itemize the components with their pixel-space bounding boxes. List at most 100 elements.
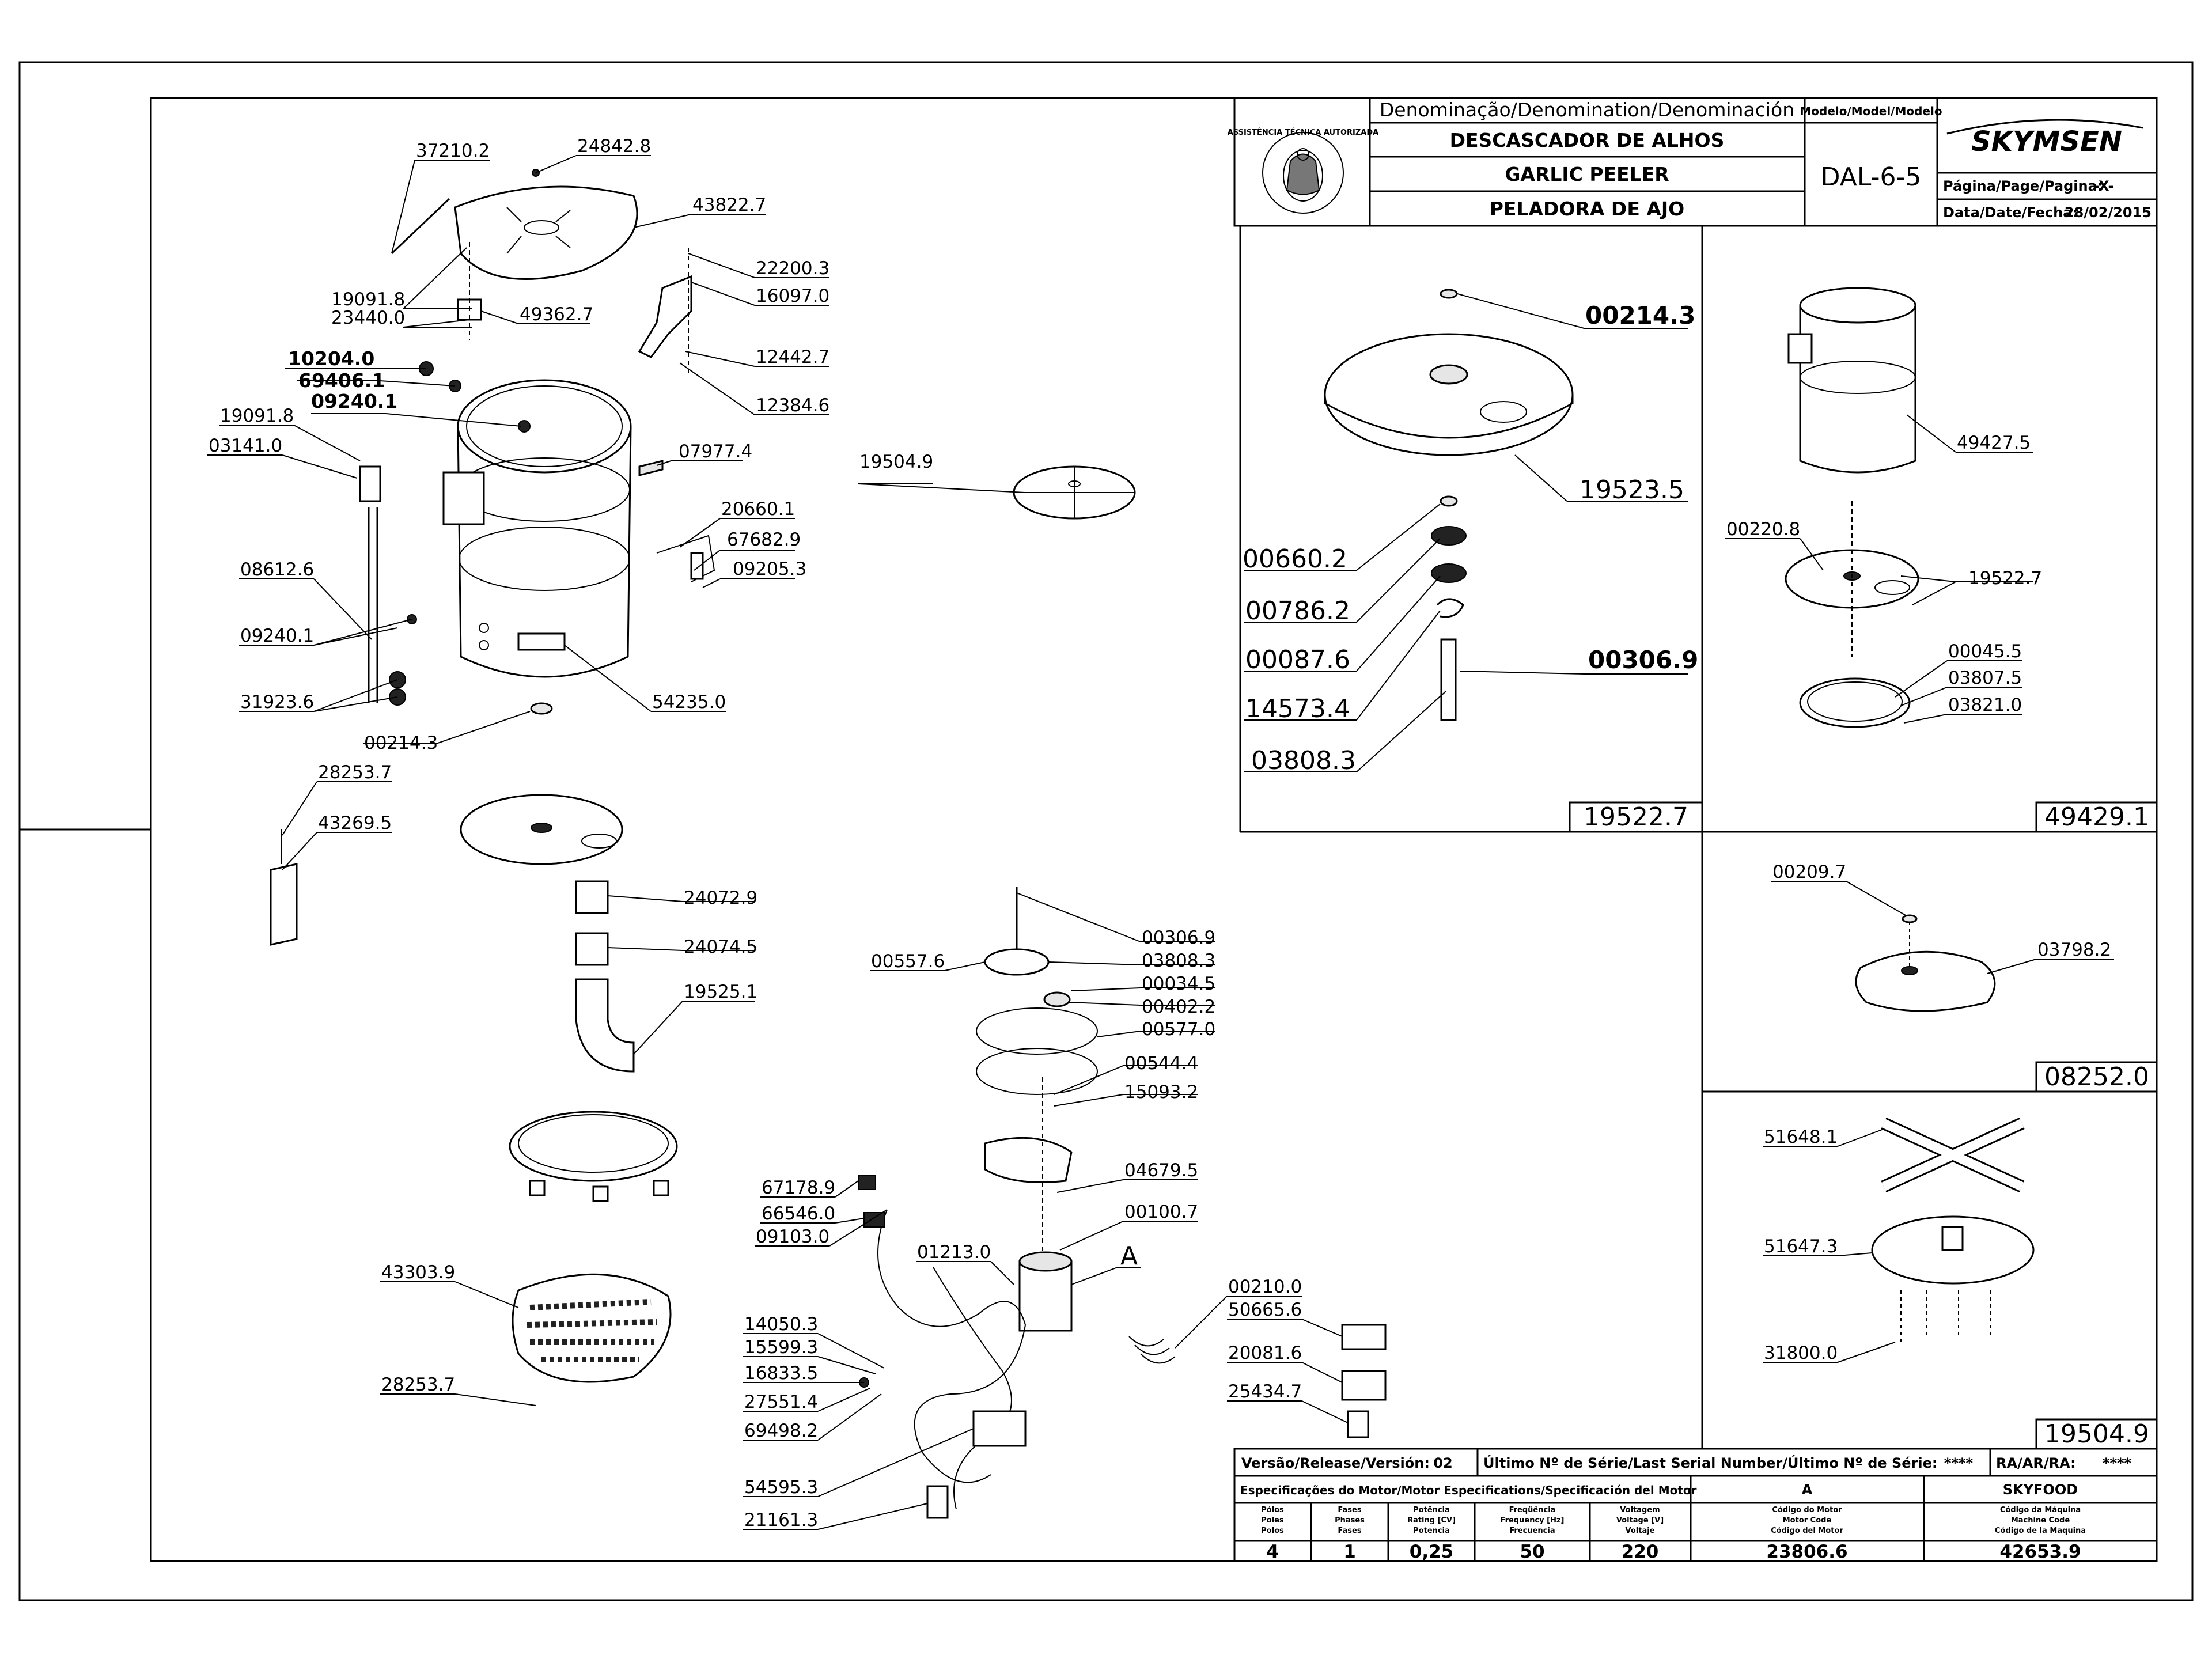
spec-cell: 0,25	[1410, 1541, 1454, 1562]
spec-col-voltage: Voltagem Voltage [V] Voltaje 220	[1616, 1506, 1664, 1562]
motor	[1018, 1251, 1073, 1332]
brand-logo: SKYMSEN	[1946, 119, 2143, 158]
sieve-plate	[512, 1273, 672, 1383]
page-label: Página/Page/Pagina:	[1943, 178, 2103, 194]
spec-cell: Código de la Maquina	[1995, 1527, 2086, 1535]
spec-cell: Motor Code	[1783, 1516, 1832, 1525]
motor-code-letter: A	[1802, 1482, 1813, 1498]
callout-20660-1: 20660.1	[721, 499, 795, 520]
spec-col-poles: Pólos Poles Polos 4	[1261, 1506, 1284, 1562]
callout-49362-7: 49362.7	[520, 304, 593, 325]
callout-43269-5: 43269.5	[318, 813, 392, 834]
serial-label: Último Nº de Série/Last Serial Number/Úl…	[1483, 1454, 1938, 1471]
callout-09240-1-a: 09240.1	[311, 390, 397, 412]
spec-cell: 50	[1520, 1541, 1544, 1562]
callout-00660-2: 00660.2	[1243, 544, 1347, 574]
date-value: 28/02/2015	[2065, 204, 2152, 221]
callout-16833-5: 16833.5	[744, 1363, 818, 1384]
spec-cell: Freqüência	[1509, 1506, 1556, 1514]
callout-00045-5: 00045.5	[1948, 641, 2022, 662]
callout-19091-8-a: 19091.8	[331, 289, 405, 310]
box-08252-0: 08252.0	[2044, 1062, 2149, 1092]
callout-00210-0: 00210.0	[1228, 1277, 1302, 1297]
title-block: ASSISTÊNCIA TÉCNICA AUTORIZADA Denominaç…	[1228, 97, 2158, 227]
callout-07977-4: 07977.4	[679, 441, 752, 462]
lid-disc	[391, 169, 638, 281]
callout-12384-6: 12384.6	[756, 395, 830, 416]
callout-37210-2: 37210.2	[416, 141, 490, 161]
spec-cell: Poles	[1261, 1516, 1284, 1525]
callout-51648-1: 51648.1	[1764, 1127, 1838, 1147]
base-ring	[509, 1111, 678, 1202]
drum-body	[442, 379, 632, 678]
callout-27551-4: 27551.4	[744, 1392, 818, 1412]
callouts-details: 00214.3 19523.5 00660.2 00786.2 00087.6 …	[1243, 301, 2111, 1363]
spec-cell: Código del Motor	[1771, 1527, 1843, 1535]
callout-00402-2: 00402.2	[1142, 997, 1215, 1017]
callout-25434-7: 25434.7	[1228, 1381, 1302, 1402]
callout-00577-0: 00577.0	[1142, 1019, 1215, 1040]
spec-cell: Código do Motor	[1772, 1506, 1842, 1514]
callout-03808-3-b: 03808.3	[1251, 746, 1356, 775]
callout-28253-7-b: 28253.7	[381, 1374, 455, 1395]
date-label: Data/Date/Fecha:	[1943, 204, 2078, 221]
spec-cell: Voltagem	[1620, 1506, 1660, 1514]
callout-03821-0: 03821.0	[1948, 695, 2022, 715]
callout-00209-7: 00209.7	[1772, 862, 1846, 882]
callout-00786-2: 00786.2	[1245, 596, 1350, 626]
callout-09205-3: 09205.3	[733, 559, 806, 579]
header-denomination: Denominação/Denomination/Denominación	[1380, 99, 1794, 121]
callout-00306-9-b: 00306.9	[1588, 646, 1698, 674]
callout-03141-0: 03141.0	[209, 435, 282, 456]
name-portuguese: DESCASCADOR DE ALHOS	[1450, 129, 1725, 151]
callout-43303-9: 43303.9	[381, 1262, 455, 1283]
callout-31923-6: 31923.6	[240, 692, 314, 713]
callout-00087-6: 00087.6	[1245, 645, 1350, 675]
callout-22200-3: 22200.3	[756, 258, 830, 279]
callout-03798-2: 03798.2	[2037, 940, 2111, 960]
detail-49429-1	[1785, 287, 1919, 728]
box-49429-1: 49429.1	[2044, 802, 2149, 832]
callout-31800-0: 31800.0	[1764, 1343, 1838, 1363]
callout-00306-9-a: 00306.9	[1142, 927, 1215, 948]
callout-00100-7: 00100.7	[1124, 1202, 1198, 1222]
spec-cell: Fases	[1338, 1527, 1361, 1535]
callout-00034-5: 00034.5	[1142, 974, 1215, 994]
spec-cell: Machine Code	[2011, 1516, 2070, 1525]
name-english: GARLIC PEELER	[1505, 163, 1669, 185]
callout-67178-9: 67178.9	[762, 1177, 835, 1198]
spec-cell: Frecuencia	[1509, 1527, 1555, 1535]
detail-19504-9	[1871, 1118, 2035, 1342]
version-value: 02	[1433, 1455, 1452, 1471]
authorized-service-seal: ASSISTÊNCIA TÉCNICA AUTORIZADA	[1228, 128, 1378, 214]
callout-00214-3-a: 00214.3	[364, 733, 438, 753]
callout-15599-3: 15599.3	[744, 1337, 818, 1358]
motor-spec-label: Especificações do Motor/Motor Especifica…	[1240, 1483, 1697, 1497]
box-19522-7: 19522.7	[1584, 802, 1688, 832]
callout-54595-3: 54595.3	[744, 1477, 818, 1498]
callout-00220-8: 00220.8	[1726, 519, 1800, 540]
spec-cell: 23806.6	[1766, 1541, 1847, 1562]
spec-col-frequency: Freqüência Frequency [Hz] Frecuencia 50	[1501, 1506, 1565, 1562]
spec-col-motor-code: Código do Motor Motor Code Código del Mo…	[1766, 1506, 1847, 1562]
spec-col-rating: Potência Rating [CV] Potencia 0,25	[1407, 1506, 1456, 1562]
spec-cell: Fases	[1338, 1506, 1361, 1514]
callout-19523-5: 19523.5	[1580, 475, 1684, 505]
callout-03807-5: 03807.5	[1948, 668, 2022, 688]
seal-text: ASSISTÊNCIA TÉCNICA AUTORIZADA	[1228, 128, 1378, 137]
spec-cell: Código da Máquina	[2000, 1506, 2081, 1514]
callout-10204-0: 10204.0	[288, 347, 374, 370]
spec-cell: 1	[1343, 1541, 1356, 1562]
spec-cell: Voltage [V]	[1616, 1516, 1664, 1525]
callout-19525-1: 19525.1	[684, 982, 757, 1002]
callout-69498-2: 69498.2	[744, 1421, 818, 1441]
spec-col-phases: Fases Phases Fases 1	[1335, 1506, 1365, 1562]
callout-43822-7: 43822.7	[692, 195, 766, 215]
leader-lines	[207, 155, 2114, 1530]
version-label: Versão/Release/Versión:	[1241, 1455, 1430, 1471]
spec-cell: Phases	[1335, 1516, 1365, 1525]
callouts-main: 37210.2 24842.8 43822.7 22200.3 16097.0 …	[209, 136, 1302, 1531]
callout-14573-4: 14573.4	[1245, 694, 1350, 724]
callout-08612-6: 08612.6	[240, 559, 314, 580]
